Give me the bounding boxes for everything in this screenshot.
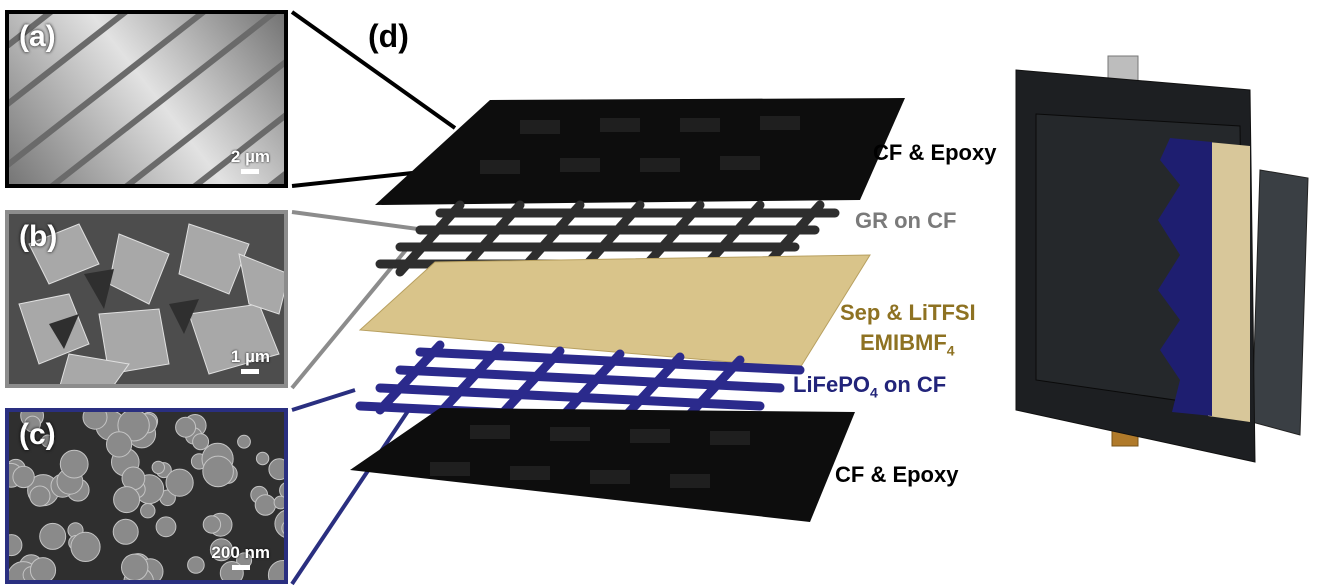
lifepo4-micrograph xyxy=(9,412,284,580)
scale-bar-c-line xyxy=(231,565,250,570)
panel-d-label: (d) xyxy=(368,18,409,54)
label-lifepo4-sub: 4 xyxy=(870,384,878,401)
label-cf-epoxy-top: CF & Epoxy xyxy=(873,140,997,165)
back-panel xyxy=(1251,169,1309,436)
panel-a-label: (a) xyxy=(19,20,56,53)
separator-strip xyxy=(1208,142,1250,422)
assembled-cell-diagram xyxy=(1015,55,1309,463)
label-separator-line1: Sep & LiTFSI xyxy=(840,300,976,325)
scale-bar-c: 200 nm xyxy=(211,543,270,570)
carbon-fiber-micrograph xyxy=(9,14,284,184)
layer-cf-epoxy-bottom xyxy=(350,408,855,522)
sem-panel-a: (a) 2 µm xyxy=(5,10,288,188)
scale-bar-b: 1 µm xyxy=(231,347,270,374)
label-separator-sub: 4 xyxy=(946,342,955,359)
scale-bar-b-line xyxy=(241,369,260,374)
label-separator-main: EMIBMF xyxy=(860,330,947,355)
sem-panel-b: (b) 1 µm xyxy=(5,210,288,388)
cathode-strip xyxy=(1158,138,1212,416)
label-lifepo4-main: LiFePO xyxy=(793,372,871,397)
label-cf-epoxy-bottom: CF & Epoxy xyxy=(835,462,959,487)
scale-bar-c-text: 200 nm xyxy=(211,543,270,562)
label-graphene-on-cf: GR on CF xyxy=(855,208,957,233)
panel-c-label: (c) xyxy=(19,418,56,451)
label-lifepo4-suffix: on CF xyxy=(877,372,947,397)
scale-bar-a-line xyxy=(241,169,260,174)
label-lifepo4-on-cf: LiFePO4 on CF xyxy=(793,372,946,400)
graphene-micrograph xyxy=(9,214,284,384)
panel-b-label: (b) xyxy=(19,220,58,253)
scale-bar-a: 2 µm xyxy=(231,147,270,174)
layer-cf-epoxy-top xyxy=(375,98,905,205)
scale-bar-a-text: 2 µm xyxy=(230,147,270,166)
scale-bar-b-text: 1 µm xyxy=(230,347,270,366)
sem-panel-c: (c) 200 nm xyxy=(5,408,288,584)
label-separator-line2: EMIBMF4 xyxy=(860,330,955,358)
